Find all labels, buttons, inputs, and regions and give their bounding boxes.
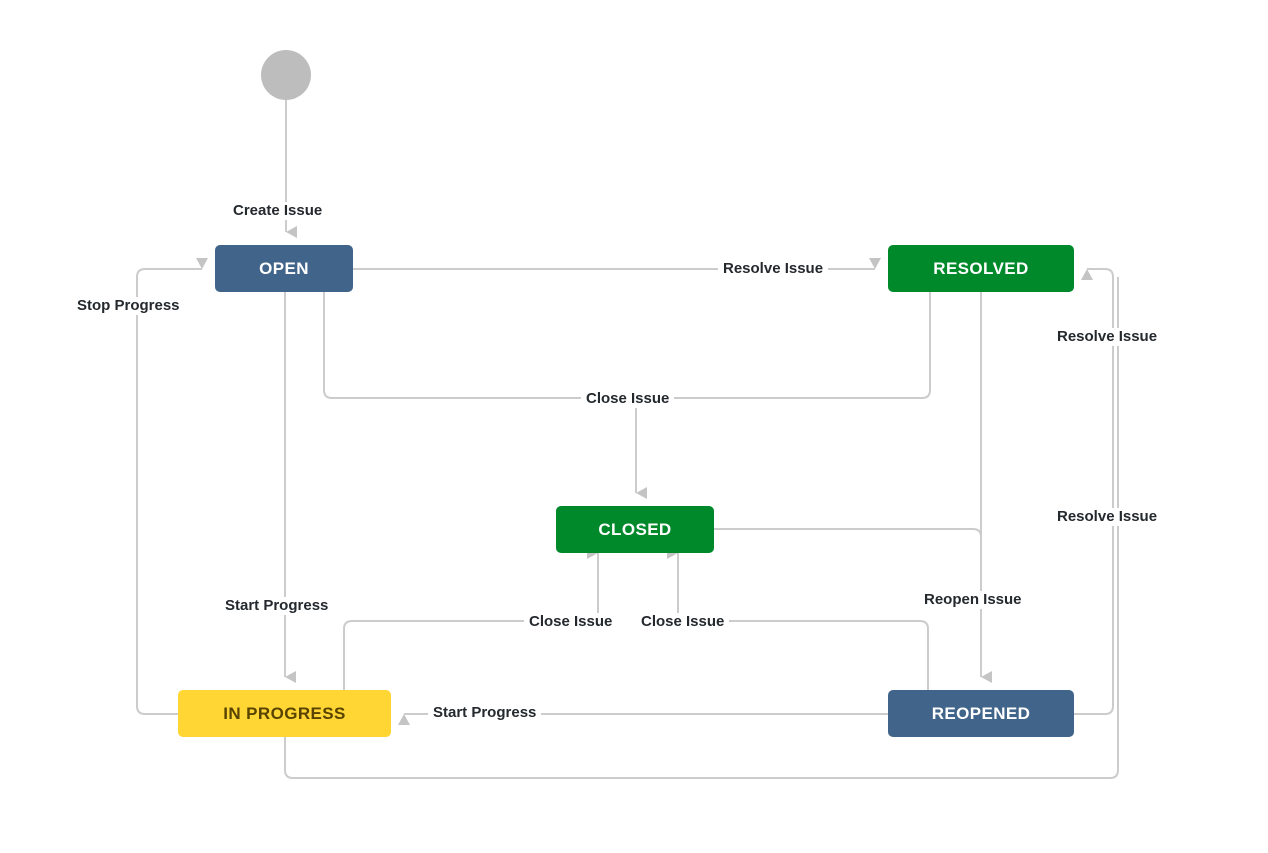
edge-close-issue-inprogress [343, 547, 599, 690]
state-label-closed: CLOSED [598, 519, 672, 539]
state-label-in-progress: IN PROGRESS [223, 703, 346, 723]
transition-label-resolve-issue-reopened[interactable]: Resolve Issue [1052, 328, 1163, 346]
state-label-resolved: RESOLVED [933, 258, 1029, 278]
transition-label-resolve-issue-in-progress[interactable]: Resolve Issue [1052, 508, 1163, 526]
transition-label-resolve-issue-open[interactable]: Resolve Issue [718, 260, 829, 278]
edge-stop-progress [136, 258, 208, 715]
edge-closed-to-reopened [714, 528, 982, 545]
state-node-reopened[interactable]: REOPENED [888, 690, 1074, 737]
transition-label-start-progress-reopened[interactable]: Start Progress [428, 704, 542, 722]
state-node-open[interactable]: OPEN [215, 245, 353, 292]
state-label-reopened: REOPENED [931, 703, 1031, 723]
edge-resolve-issue-reopened [1074, 268, 1114, 715]
edge-close-issue-reopened [667, 547, 929, 690]
state-label-open: OPEN [259, 258, 309, 278]
transition-label-reopen-issue[interactable]: Reopen Issue [919, 591, 1027, 609]
transition-label-stop-progress[interactable]: Stop Progress [72, 297, 185, 315]
edge-resolve-issue-inprogress [284, 277, 1119, 779]
start-node [261, 50, 311, 100]
transition-label-create-issue[interactable]: Create Issue [228, 202, 328, 220]
state-node-closed[interactable]: CLOSED [556, 506, 714, 553]
transition-label-close-issue-in-progress[interactable]: Close Issue [524, 613, 618, 631]
state-node-resolved[interactable]: RESOLVED [888, 245, 1074, 292]
transition-label-close-issue-reopened[interactable]: Close Issue [636, 613, 730, 631]
transition-label-start-progress-open[interactable]: Start Progress [220, 597, 334, 615]
edge-close-issue-open [323, 292, 931, 399]
state-node-in-progress[interactable]: IN PROGRESS [178, 690, 391, 737]
transition-label-close-issue-open[interactable]: Close Issue [581, 390, 675, 408]
